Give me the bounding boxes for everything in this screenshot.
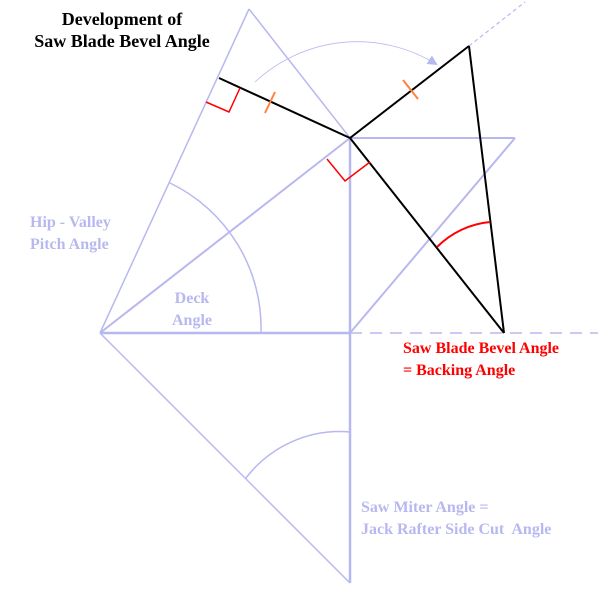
rotation-arc bbox=[254, 41, 438, 83]
bevel-triangle-right-edge bbox=[468, 45, 505, 334]
pitch-triangle-top-edge bbox=[248, 8, 351, 139]
saw-blade-bevel-line-2: = Backing Angle bbox=[403, 362, 516, 379]
right-angle-mark-lower bbox=[326, 158, 371, 183]
rafter-left-line bbox=[218, 77, 351, 139]
saw-miter-line-1: Saw Miter Angle = bbox=[361, 499, 489, 516]
hip-line-plan bbox=[99, 137, 351, 334]
title-line-1: Development of bbox=[61, 9, 183, 29]
upper-dashed-extension bbox=[468, 1, 526, 47]
right-diagonal bbox=[349, 137, 516, 334]
deck-angle-line-2: Angle bbox=[172, 312, 212, 329]
bevel-angle-arc bbox=[436, 221, 491, 248]
deck-angle-label: Deck Angle bbox=[160, 288, 224, 332]
lower-diagonal bbox=[99, 332, 351, 584]
construction-lines bbox=[99, 1, 598, 584]
pitch-triangle-left-edge bbox=[99, 8, 250, 334]
deck-angle-line-1: Deck bbox=[174, 290, 210, 307]
bevel-triangle-hypotenuse bbox=[349, 137, 505, 334]
hip-valley-pitch-line-2: Pitch Angle bbox=[30, 236, 109, 253]
title-line-2: Saw Blade Bevel Angle bbox=[34, 31, 210, 51]
tick-mark-left bbox=[264, 91, 276, 114]
pitch-angle-arc bbox=[169, 182, 262, 334]
saw-blade-bevel-line-1: Saw Blade Bevel Angle bbox=[403, 340, 560, 357]
tick-mark-right bbox=[402, 79, 419, 100]
hip-valley-pitch-label: Hip - Valley Pitch Angle bbox=[30, 212, 111, 256]
miter-angle-arc bbox=[245, 430, 351, 479]
saw-miter-label: Saw Miter Angle = Jack Rafter Side Cut A… bbox=[361, 497, 551, 541]
right-angle-mark-upper bbox=[205, 87, 241, 113]
saw-blade-bevel-label: Saw Blade Bevel Angle = Backing Angle bbox=[403, 338, 559, 382]
diagram-title: Development of Saw Blade Bevel Angle bbox=[4, 8, 240, 52]
saw-miter-line-2: Jack Rafter Side Cut Angle bbox=[361, 521, 552, 538]
primary-lines bbox=[218, 45, 505, 334]
equal-length-ticks bbox=[264, 79, 419, 114]
rafter-rotated-line bbox=[349, 45, 470, 139]
hip-valley-pitch-line-1: Hip - Valley bbox=[30, 214, 111, 231]
right-angle-marks bbox=[205, 87, 371, 183]
